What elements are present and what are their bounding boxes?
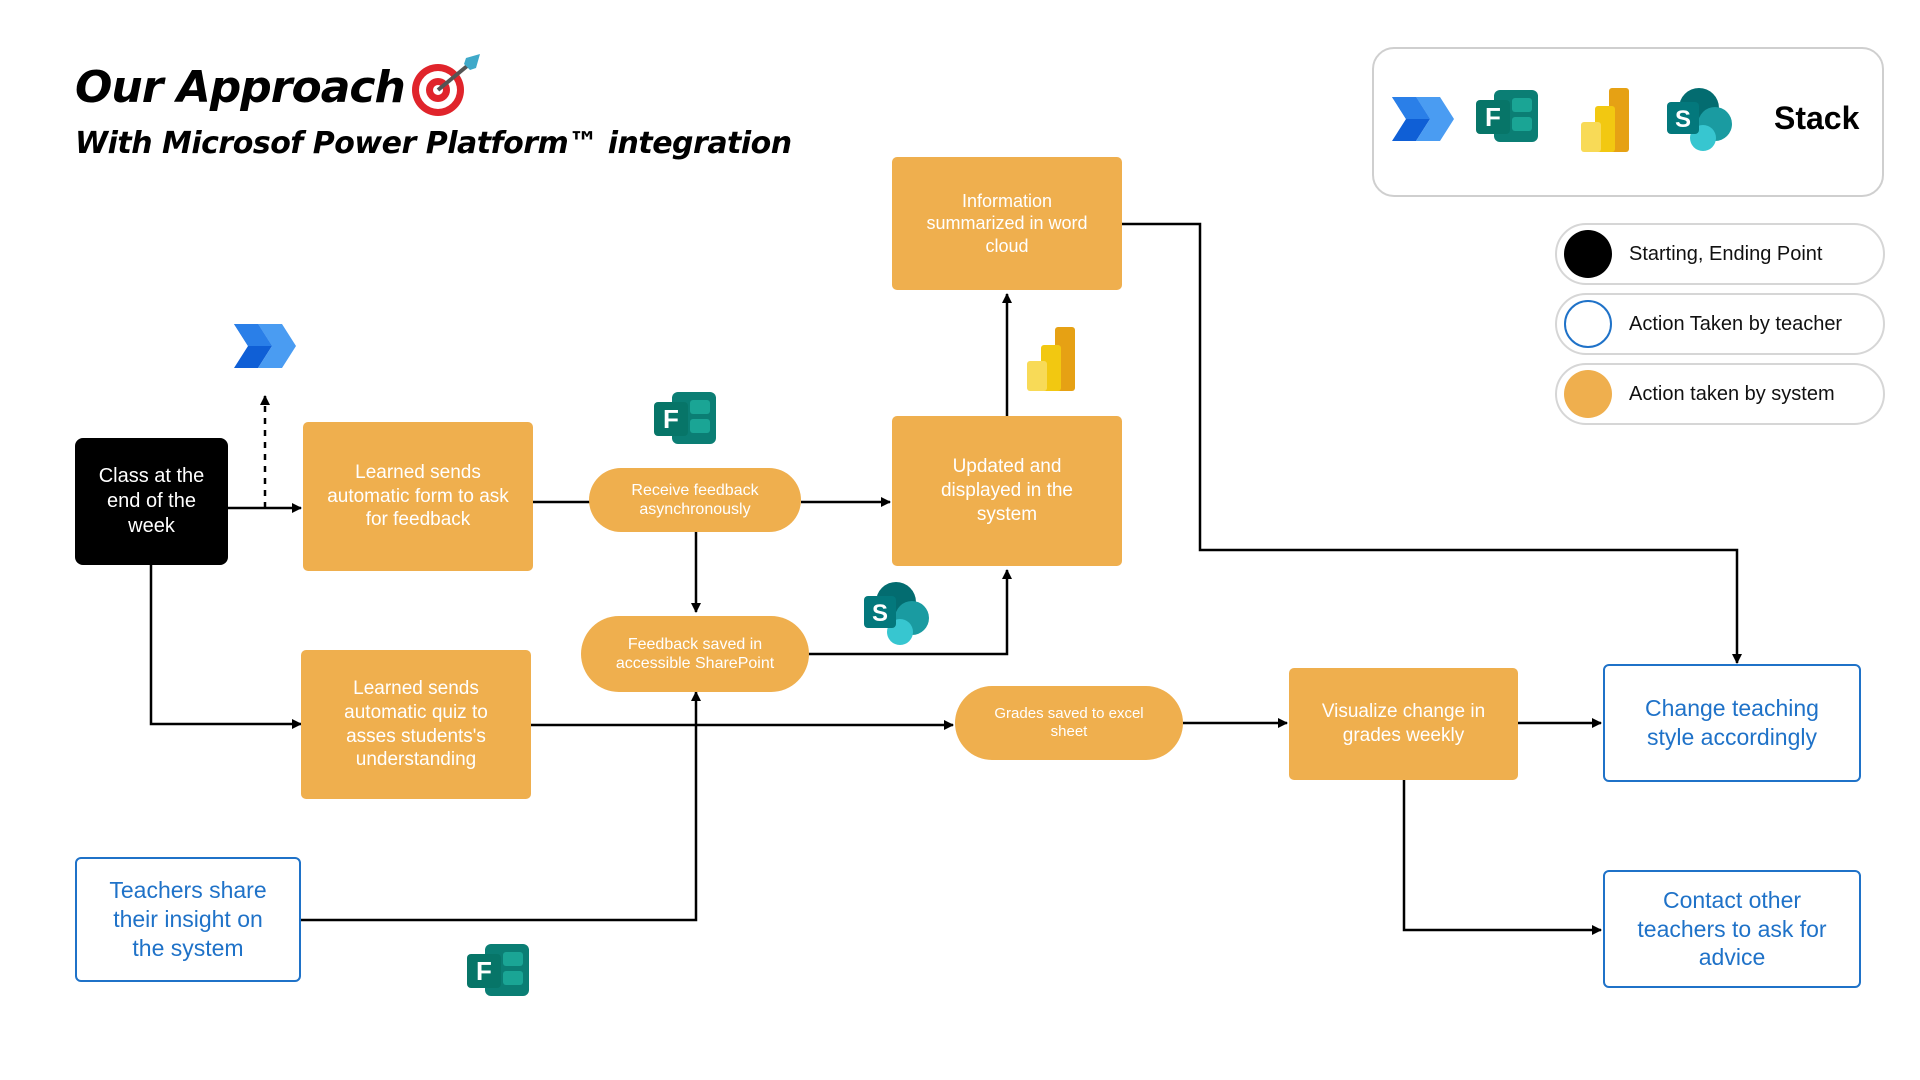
- node-change-teaching-style: Change teaching style accordingly: [1603, 664, 1861, 782]
- page-title: Our Approach: [75, 62, 406, 113]
- node-saved-sharepoint: Feedback saved in accessible SharePoint: [581, 616, 809, 692]
- target-dart-icon: [412, 54, 480, 116]
- power-automate-icon: [234, 324, 296, 368]
- arrow-visualize-to-contact: [1402, 780, 1602, 935]
- power-automate-icon: [1392, 97, 1454, 141]
- legend-label: Action Taken by teacher: [1629, 312, 1843, 335]
- forms-icon: [654, 392, 716, 444]
- legend-label: Starting, Ending Point: [1629, 242, 1823, 265]
- node-updated-displayed: Updated and displayed in the system: [892, 416, 1122, 566]
- legend-item-system: Action taken by system: [1555, 363, 1885, 425]
- sharepoint-icon: [864, 582, 929, 645]
- page-subtitle: With Microsof Power Platform™ integratio…: [75, 126, 792, 161]
- legend-dot-blue-outline: [1564, 300, 1612, 348]
- legend-item-teacher: Action Taken by teacher: [1555, 293, 1885, 355]
- legend-dot-orange: [1564, 370, 1612, 418]
- forms-icon: [467, 944, 529, 996]
- legend-dot-black: [1564, 230, 1612, 278]
- sharepoint-icon: [1667, 88, 1732, 151]
- node-teachers-share-insight: Teachers share their insight on the syst…: [75, 857, 301, 982]
- arrow-saved-to-updated: [808, 569, 1012, 656]
- node-contact-teachers: Contact other teachers to ask for advice: [1603, 870, 1861, 988]
- node-grades-excel: Grades saved to excel sheet: [955, 686, 1183, 760]
- node-visualize-grades: Visualize change in grades weekly: [1289, 668, 1518, 780]
- power-bi-icon: [1027, 327, 1075, 391]
- node-send-feedback-form: Learned sends automatic form to ask for …: [303, 422, 533, 571]
- stack-label: Stack: [1774, 100, 1860, 136]
- forms-icon: [1476, 90, 1538, 142]
- node-send-quiz: Learned sends automatic quiz to asses st…: [301, 650, 531, 799]
- legend-item-start-end: Starting, Ending Point: [1555, 223, 1885, 285]
- legend-label: Action taken by system: [1629, 382, 1835, 405]
- node-class-end-of-week: Class at the end of the week: [75, 438, 228, 565]
- arrow-wordcloud-to-change: [1120, 222, 1742, 664]
- node-receive-feedback: Receive feedback asynchronously: [589, 468, 801, 532]
- arrow-start-to-quiz: [149, 565, 302, 729]
- power-bi-icon: [1581, 88, 1629, 152]
- node-word-cloud: Information summarized in word cloud: [892, 157, 1122, 290]
- arrow-share-to-saved: [301, 691, 701, 922]
